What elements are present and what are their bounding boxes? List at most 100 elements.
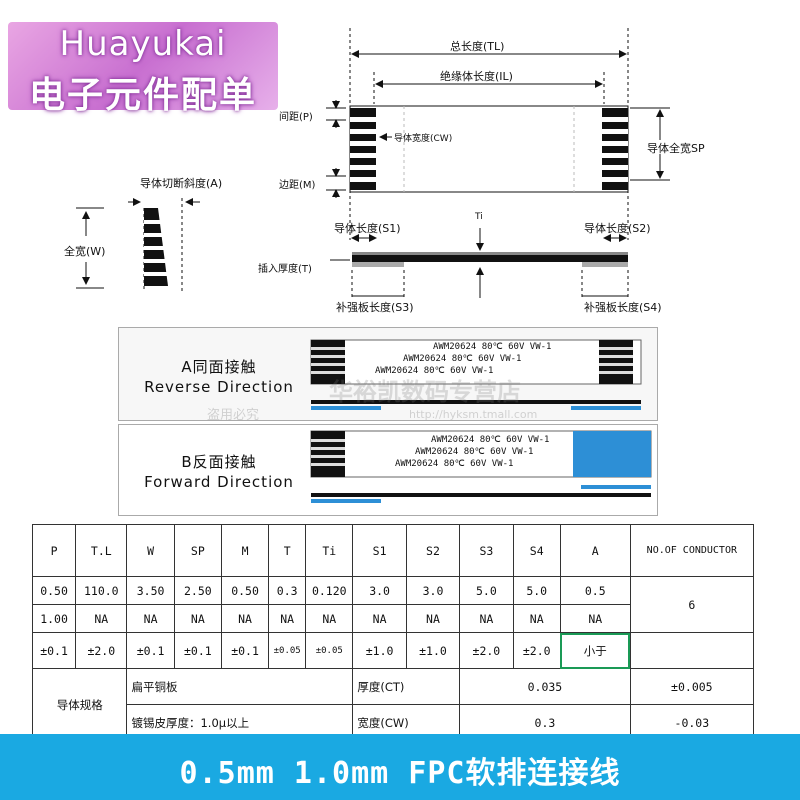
spec-tol-thickness: ±0.005 xyxy=(629,668,755,705)
value-cell: NA xyxy=(512,604,561,633)
header-cell: SP xyxy=(173,524,222,577)
value-cell: NA xyxy=(559,604,631,633)
panel-b-awm-1: AWM20624 80℃ 60V VW-1 xyxy=(431,435,550,445)
tolerance-cell: ±0.1 xyxy=(220,632,270,669)
value-cell: 5.0 xyxy=(512,576,561,605)
product-banner: 0.5mm 1.0mm FPC软排连接线 xyxy=(0,734,800,800)
tolerance-cell: ±0.1 xyxy=(173,632,222,669)
header-cell: S1 xyxy=(352,524,407,577)
right-conductors xyxy=(602,108,628,190)
value-cell: 0.3 xyxy=(268,576,307,605)
header-cell: W xyxy=(126,524,175,577)
value-cell: 0.50 xyxy=(220,576,270,605)
value-cell: NA xyxy=(268,604,307,633)
header-cell: T.L xyxy=(75,524,128,577)
spec-material: 扁平铜板 xyxy=(126,668,354,705)
header-cell: P xyxy=(31,524,77,577)
header-cell: S4 xyxy=(512,524,561,577)
slope-conductors xyxy=(144,208,174,286)
panel-a-title-en: Reverse Direction xyxy=(144,378,294,396)
brand-logo: Huayukai 电子元件配单 xyxy=(8,22,278,116)
value-cell: 3.0 xyxy=(352,576,407,605)
table-row: 1.00 NA NA NA NA NA NA NA NA NA NA NA xyxy=(31,604,754,633)
tolerance-cell: ±1.0 xyxy=(405,632,461,669)
header-cell: M xyxy=(220,524,270,577)
label-insert-thickness: 插入厚度(T) xyxy=(258,264,312,275)
tolerance-cell: ±0.1 xyxy=(126,632,175,669)
left-conductors xyxy=(350,108,376,190)
table-row: 0.50 110.0 3.50 2.50 0.50 0.3 0.120 3.0 … xyxy=(31,576,755,633)
panel-a-cable xyxy=(310,339,642,410)
brand-name-en: Huayukai xyxy=(59,24,227,64)
panel-a-title-cn: A同面接触 xyxy=(181,358,257,376)
value-cell: 0.50 xyxy=(31,576,77,605)
panel-a-awm-1: AWM20624 80℃ 60V VW-1 xyxy=(433,342,552,352)
brand-name-cn: 电子元件配单 xyxy=(28,75,257,116)
value-cell: NA xyxy=(459,604,514,633)
tolerance-cell: ±0.1 xyxy=(31,632,77,669)
header-cell: T xyxy=(268,524,307,577)
value-cell: NA xyxy=(126,604,175,633)
value-cell: NA xyxy=(405,604,461,633)
label-stiffener-s3: 补强板长度(S3) xyxy=(336,301,414,314)
fpc-dimension-diagram xyxy=(76,28,670,300)
value-cell: NA xyxy=(352,604,407,633)
value-cell: 110.0 xyxy=(75,576,128,605)
value-cell: NA xyxy=(220,604,270,633)
panel-b-title-en: Forward Direction xyxy=(144,473,294,491)
header-cell: S2 xyxy=(405,524,461,577)
table-row: 导体规格 扁平铜板 厚度(CT) 0.035 ±0.005 xyxy=(31,668,755,741)
panel-a-awm-2: AWM20624 80℃ 60V VW-1 xyxy=(403,354,522,364)
conductor-count-header: NO.OF CONDUCTOR xyxy=(629,524,755,577)
header-cell: S3 xyxy=(459,524,514,577)
value-cell: NA xyxy=(305,604,354,633)
value-cell: 5.0 xyxy=(459,576,514,605)
label-ti: Ti xyxy=(475,212,483,222)
selected-cell-slope-tolerance[interactable]: 小于 xyxy=(559,632,631,669)
panel-b-cable xyxy=(310,430,652,503)
tolerance-cell: ±1.0 xyxy=(352,632,407,669)
label-conductor-length-s2: 导体长度(S2) xyxy=(584,222,651,235)
value-cell: NA xyxy=(75,604,128,633)
value-cell: 3.50 xyxy=(126,576,175,605)
label-insulation-length: 绝缘体长度(IL) xyxy=(440,70,513,83)
value-cell: 1.00 xyxy=(31,604,77,633)
value-cell: NA xyxy=(173,604,222,633)
tolerance-cell: ±0.05 xyxy=(305,632,354,669)
label-total-length: 总长度(TL) xyxy=(450,40,505,53)
label-stiffener-s4: 补强板长度(S4) xyxy=(584,301,662,314)
tolerance-cell: ±2.0 xyxy=(75,632,128,669)
label-conductor-full-width: 导体全宽SP xyxy=(647,142,705,155)
tolerance-cell: ±2.0 xyxy=(512,632,561,669)
panel-a-watermark: 华裕凯数码专营店 xyxy=(329,378,521,406)
table-row: ±0.1 ±2.0 ±0.1 ±0.1 ±0.1 ±0.05 ±0.05 ±1.… xyxy=(31,632,755,669)
panel-a-watermark-small: 盗用必究 xyxy=(207,408,260,423)
conductor-count-value: 6 xyxy=(629,576,755,633)
panel-a-awm-3: AWM20624 80℃ 60V VW-1 xyxy=(375,366,494,376)
value-cell: 2.50 xyxy=(173,576,222,605)
empty-cell xyxy=(629,632,755,669)
tolerance-cell: ±2.0 xyxy=(459,632,514,669)
spec-param-thickness: 厚度(CT) xyxy=(352,668,461,705)
value-cell: 0.120 xyxy=(305,576,354,605)
panel-reverse-direction: A同面接触 Reverse Direction AWM20624 80℃ 60V… xyxy=(118,327,658,423)
header-cell: Ti xyxy=(305,524,354,577)
label-cut-slope: 导体切断斜度(A) xyxy=(140,177,223,190)
value-cell: 0.5 xyxy=(559,576,631,605)
header-cell: A xyxy=(559,524,631,577)
table-header-row: P T.L W SP M T Ti S1 S2 S3 S4 A NO.OF CO… xyxy=(31,524,755,577)
panel-b-awm-2: AWM20624 80℃ 60V VW-1 xyxy=(415,447,534,457)
tolerance-cell: ±0.05 xyxy=(268,632,307,669)
panel-a-watermark-url: http://hyksm.tmall.com xyxy=(409,408,538,421)
spec-value-thickness: 0.035 xyxy=(459,668,631,705)
conductor-spec-label: 导体规格 xyxy=(31,668,128,741)
label-full-width: 全宽(W) xyxy=(64,245,106,258)
label-conductor-width: 导体宽度(CW) xyxy=(394,134,453,144)
panel-b-title-cn: B反面接触 xyxy=(181,453,257,471)
panel-b-awm-3: AWM20624 80℃ 60V VW-1 xyxy=(395,459,514,469)
product-title: 0.5mm 1.0mm FPC软排连接线 xyxy=(179,756,621,791)
value-cell: 3.0 xyxy=(405,576,461,605)
label-margin: 边距(M) xyxy=(279,180,316,191)
spec-table: P T.L W SP M T Ti S1 S2 S3 S4 A NO.OF CO… xyxy=(31,524,755,741)
label-pitch: 间距(P) xyxy=(279,112,313,123)
